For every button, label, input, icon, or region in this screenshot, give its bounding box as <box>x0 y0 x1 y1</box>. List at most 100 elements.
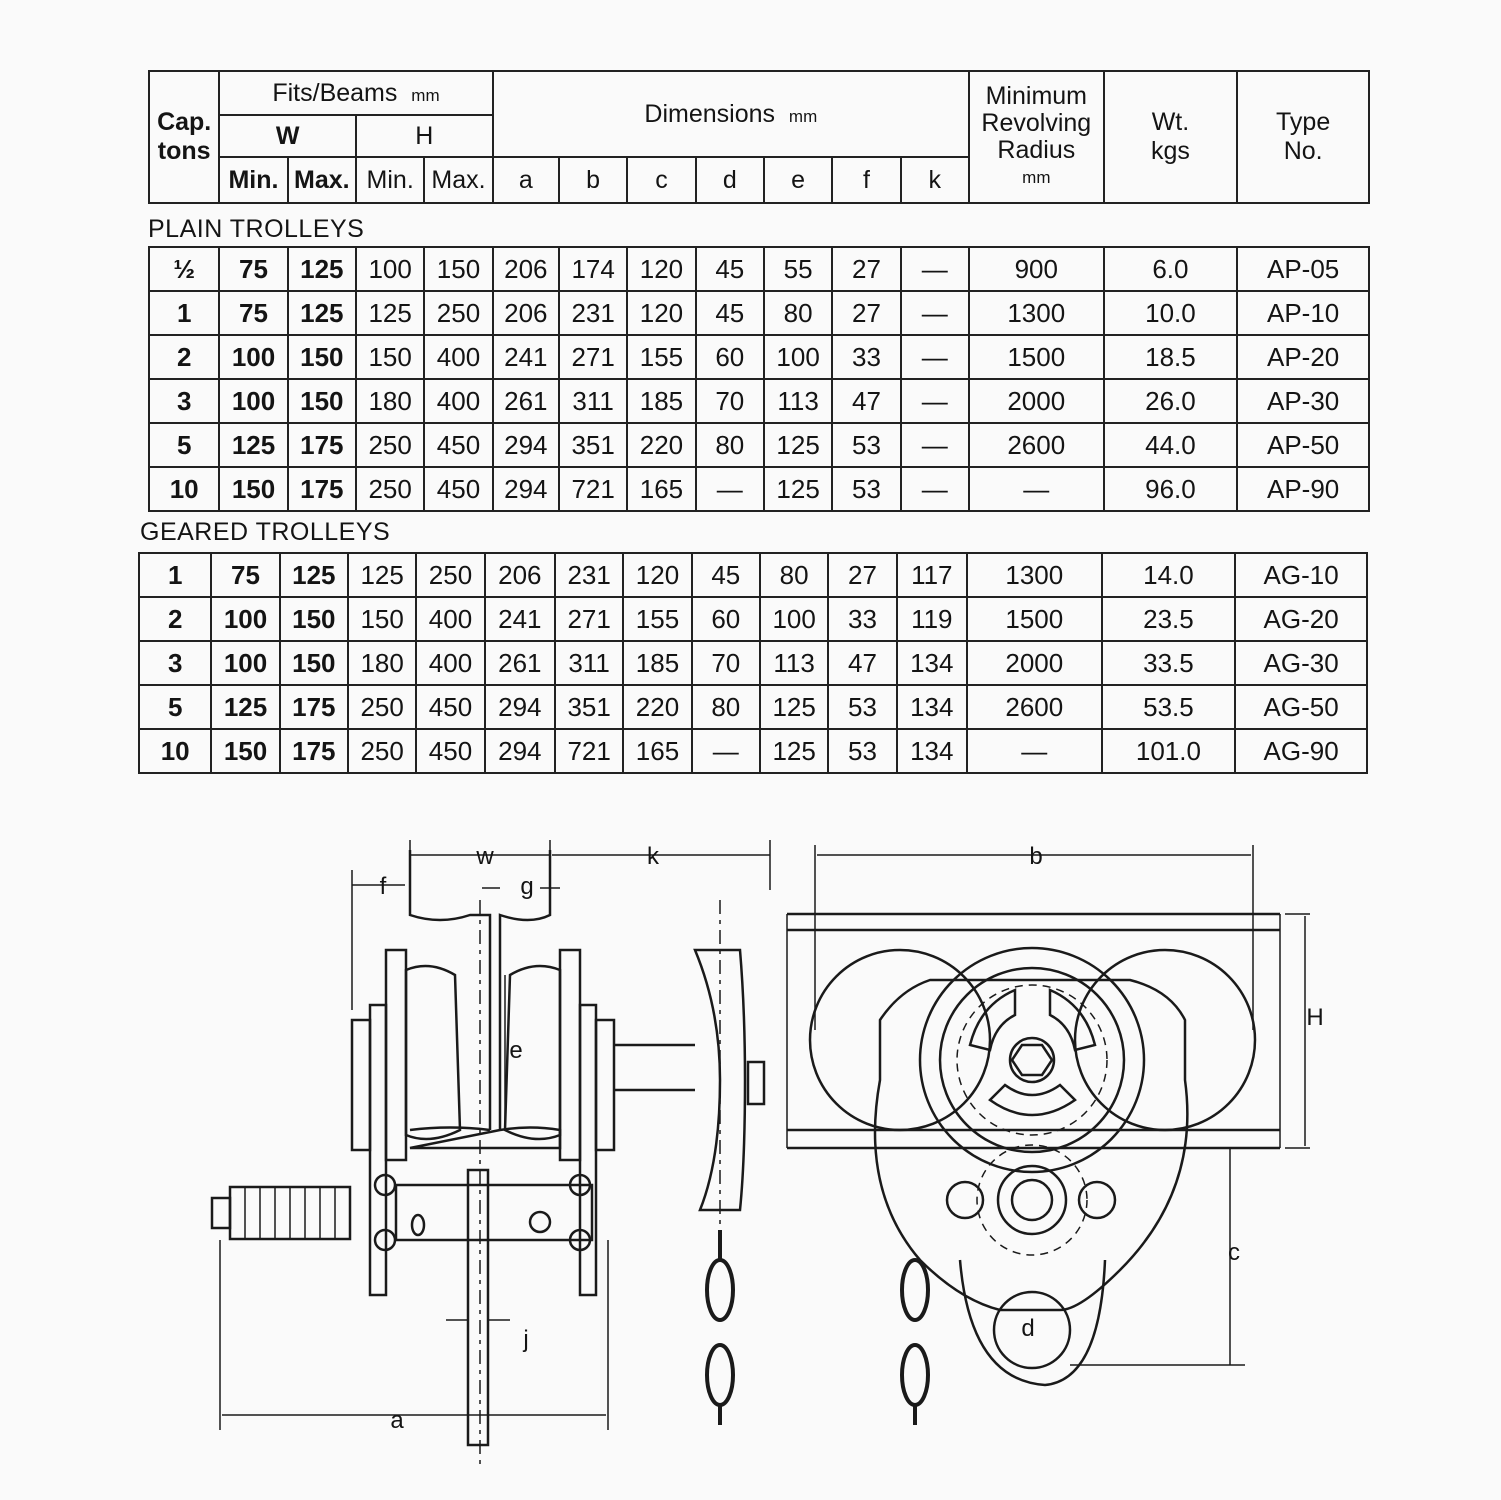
table-cell: 294 <box>483 684 556 730</box>
w-min-header: Min. <box>218 156 289 204</box>
table-cell: 125 <box>758 728 830 774</box>
table-cell: 250 <box>354 466 426 512</box>
table-cell: 175 <box>278 684 350 730</box>
table-cell: 294 <box>491 466 560 512</box>
bolt-end <box>210 1196 232 1230</box>
table-cell: 150 <box>278 640 350 686</box>
dimensions-header: Dimensions mm <box>491 70 971 158</box>
tons-label: tons <box>157 137 211 165</box>
table-cell: 33 <box>827 596 898 642</box>
table-cell: 250 <box>423 290 494 336</box>
table-cell: 2 <box>147 334 221 380</box>
table-cell: 2000 <box>967 378 1105 424</box>
w-header: W <box>218 114 357 158</box>
nut-left-bottom <box>373 1228 397 1252</box>
table-cell: 1300 <box>967 290 1105 336</box>
table-cell: 45 <box>694 290 765 336</box>
label-H: H <box>1306 1004 1323 1031</box>
nut-left-top <box>373 1173 397 1197</box>
dim-col-c: c <box>626 156 697 204</box>
fits-beams-header: Fits/Beams mm <box>218 70 494 116</box>
table-cell: 400 <box>423 334 494 380</box>
table-cell: 70 <box>690 640 761 686</box>
pinion-outer <box>996 1164 1068 1236</box>
table-cell: 175 <box>286 422 358 468</box>
table-cell: AG-20 <box>1234 596 1368 642</box>
table-cell: — <box>899 422 970 468</box>
chain-link-2 <box>705 1343 735 1407</box>
table-cell: 271 <box>553 596 625 642</box>
table-cell: 125 <box>218 422 289 468</box>
left-wheel-plate <box>384 948 408 1162</box>
table-cell: 60 <box>694 334 765 380</box>
front-beam-ends <box>786 914 1281 1148</box>
table-cell: 120 <box>622 552 693 598</box>
beam-right-flange <box>498 850 552 980</box>
table-cell: 261 <box>483 640 556 686</box>
hook-plate <box>466 1168 490 1447</box>
kgs-label: kgs <box>1151 137 1190 165</box>
table-cell: 23.5 <box>1100 596 1237 642</box>
table-cell: 134 <box>895 640 968 686</box>
label-c: c <box>1228 1239 1240 1266</box>
table-cell: 53.5 <box>1100 684 1237 730</box>
spoke-3 <box>988 1083 1077 1117</box>
label-a: a <box>390 1407 404 1434</box>
table-cell: 100 <box>210 640 281 686</box>
chain-link-1 <box>705 1258 735 1322</box>
front-chain-link-1 <box>900 1258 930 1322</box>
h-max-header: Max. <box>423 156 494 204</box>
gear-wheel-outer <box>918 946 1146 1174</box>
bolt-thread-lines <box>244 1187 336 1239</box>
table-cell: 33 <box>831 334 902 380</box>
table-cell: 450 <box>415 728 486 774</box>
table-cell: 80 <box>694 422 765 468</box>
gear-hub <box>1008 1036 1056 1084</box>
no-label: No. <box>1283 137 1323 165</box>
w-max-header: Max. <box>286 156 357 204</box>
table-cell: 80 <box>762 290 834 336</box>
table-cell: 5 <box>137 684 213 730</box>
table-cell: 1 <box>147 290 221 336</box>
radius-header: Minimum Revolving Radius mm <box>968 70 1105 204</box>
table-cell: 53 <box>827 728 898 774</box>
table-cell: 150 <box>354 334 426 380</box>
table-cell: AG-90 <box>1234 728 1368 774</box>
table-cell: 241 <box>483 596 556 642</box>
table-cell: AP-30 <box>1236 378 1370 424</box>
table-cell: — <box>690 728 761 774</box>
cap-label: Cap. <box>157 108 212 136</box>
left-side-plate <box>368 1003 388 1297</box>
table-cell: 80 <box>758 552 830 598</box>
table-cell: 75 <box>210 552 281 598</box>
type-label: Type <box>1276 108 1331 136</box>
table-cell: 75 <box>218 290 289 336</box>
table-cell: 400 <box>415 596 486 642</box>
table-cell: 2 <box>137 596 213 642</box>
table-cell: 125 <box>286 290 358 336</box>
nut-right-bottom <box>568 1228 592 1252</box>
table-cell: 165 <box>622 728 693 774</box>
front-wheel-right <box>1073 948 1257 1132</box>
table-cell: 450 <box>415 684 486 730</box>
table-cell: 294 <box>491 422 560 468</box>
table-cell: 18.5 <box>1102 334 1239 380</box>
nut-right-top <box>568 1173 592 1197</box>
table-cell: 150 <box>218 466 289 512</box>
table-cell: 1300 <box>965 552 1103 598</box>
table-cell: 250 <box>346 684 418 730</box>
table-cell: 26.0 <box>1102 378 1239 424</box>
table-cell: AG-50 <box>1234 684 1368 730</box>
dimensions-label: Dimensions <box>644 99 776 128</box>
table-cell: — <box>899 378 970 424</box>
table-cell: 1500 <box>965 596 1103 642</box>
table-cell: 125 <box>762 466 834 512</box>
